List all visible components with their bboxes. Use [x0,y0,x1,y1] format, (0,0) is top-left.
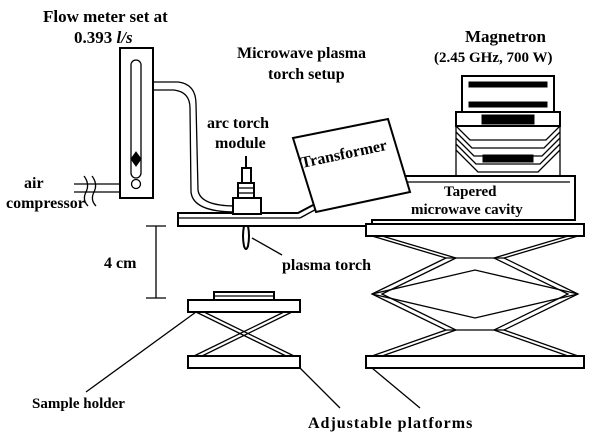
magnetron-label: Magnetron [465,27,546,46]
air-compressor-hose [74,175,120,207]
flow-meter-value-label: 0.393 l/s [74,28,133,47]
leader-lines [85,237,421,409]
plasma-torch-label: plasma torch [282,257,371,274]
cavity-label: Tapered [444,184,497,200]
air-label: air [24,175,44,192]
plasma-torch-flame [242,225,250,250]
right-adjustable-platform [365,223,585,369]
magnetron [455,75,561,176]
adjustable-platforms-label: Adjustable platforms [308,415,473,432]
cavity-label-2: microwave cavity [411,202,523,218]
arc-torch-module [232,156,262,215]
left-adjustable-platform [187,299,301,369]
magnetron-spec: (2.45 GHz, 700 W) [434,50,552,66]
distance-label: 4 cm [104,255,137,272]
gas-hose [153,81,237,213]
flow-meter-label: Flow meter set at [43,7,168,26]
distance-marker [146,225,166,299]
sample-holder [213,291,275,301]
transformer-box [291,117,412,214]
compressor-label: compressor [6,195,85,212]
flow-meter [119,47,154,199]
arc-torch-label: arc torch [207,115,269,132]
setup-subtitle: torch setup [268,66,345,83]
sample-holder-label: Sample holder [32,396,125,412]
setup-title: Microwave plasma [237,45,366,62]
arc-torch-label-2: module [215,135,266,152]
